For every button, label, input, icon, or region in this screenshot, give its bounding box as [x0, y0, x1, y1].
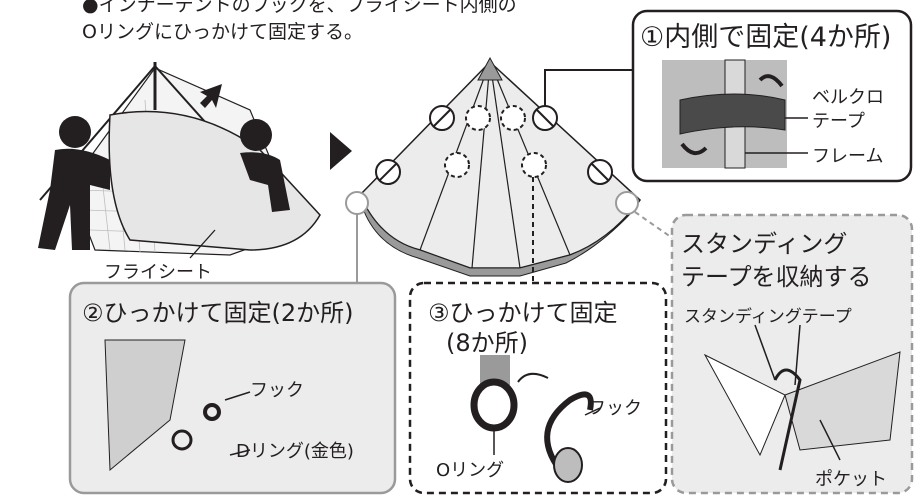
curved-arrow-icon: [680, 142, 708, 156]
pocket-label: ポケット: [815, 469, 887, 490]
standing-tape-label: スタンディングテープ: [684, 307, 852, 327]
inside-fix-title: ①内側で固定(4か所): [640, 22, 892, 53]
flysheet-shape: [108, 110, 321, 251]
standing-tape-title-2: テープを収納する: [681, 263, 872, 291]
hook-fix-2-hook-label: フック: [250, 380, 304, 401]
dring-label: Dリング(金色): [236, 441, 354, 462]
hook-fix-2-title: ②ひっかけて固定(2か所): [82, 299, 354, 327]
standing-tape-title-1: スタンディング: [681, 230, 848, 258]
hook-fix-8-hook-label: フック: [588, 398, 642, 419]
intro-line-2: Oリングにひっかけて固定する。: [82, 21, 363, 43]
intro-line-1: ●インナーテントのフックを、フライシート内側の: [82, 0, 517, 16]
circle-slash-icon: [587, 159, 613, 185]
arrow-icon: [200, 84, 222, 108]
velcro-label-2: テープ: [812, 111, 865, 132]
curved-arrow-icon: [758, 74, 784, 88]
hook-fix-8-title-2: (8か所): [446, 329, 528, 357]
frame-label: フレーム: [812, 146, 884, 167]
play-triangle-icon: [330, 132, 352, 170]
person-right: [240, 119, 290, 212]
circle-slash-icon: [429, 105, 455, 131]
oring-label: Oリング: [436, 460, 505, 481]
velcro-label-1: ベルクロ: [812, 87, 884, 108]
hook-fix-8-title-1: ③ひっかけて固定: [428, 299, 618, 327]
circle-slash-icon: [375, 159, 401, 185]
person-left: [38, 116, 110, 250]
circle-slash-icon: [532, 105, 558, 131]
flysheet-label: フライシート: [104, 262, 212, 283]
